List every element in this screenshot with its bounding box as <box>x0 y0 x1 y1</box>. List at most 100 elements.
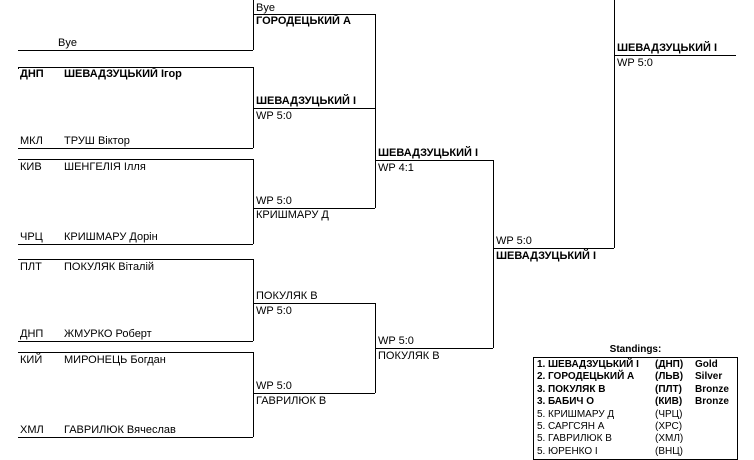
standings-rank: 2. <box>537 371 546 383</box>
standings-row: 5. ЮРЕНКО I (ВНЦ) <box>534 446 737 458</box>
r2-winner-5: ГАВРИЛЮК В <box>256 395 327 407</box>
r1-line-4 <box>18 244 253 245</box>
standings-row: 2. ГОРОДЕЦЬКИЙ А (ЛЬВ) Silver <box>534 371 737 383</box>
r1-club-2: МКЛ <box>20 135 43 147</box>
standings-row: 1. ШЕВАДЗУЦЬКИЙ I (ДНП) Gold <box>534 359 737 371</box>
r2-connector-upper <box>375 108 376 208</box>
r1-name-1: ШЕВАДЗУЦЬКИЙ Iгор <box>64 68 182 80</box>
r1-line-5 <box>18 259 253 260</box>
standings-medal: Silver <box>695 371 723 383</box>
standings-medal: Gold <box>695 359 718 370</box>
standings-club: (КИВ) <box>655 396 683 408</box>
r2-line-4 <box>253 303 375 304</box>
standings-row: 5. ГАВРИЛЮК В (ХМЛ) <box>534 433 737 445</box>
standings-club: (ВНЦ) <box>655 445 683 457</box>
standings-name: ЮРЕНКО I <box>548 445 598 457</box>
r1-connector-2 <box>253 159 254 244</box>
standings-rank: 1. <box>537 359 546 370</box>
r2-winner-1: ГОРОДЕЦЬКИЙ А <box>256 15 351 27</box>
standings-medal: Bronze <box>695 383 729 395</box>
r1-name-8: ГАВРИЛЮК Вячеслав <box>64 424 176 436</box>
r1-name-2: ТРУШ Віктор <box>64 135 130 147</box>
r1-club-6: ДНП <box>20 328 44 340</box>
r1-club-5: ПЛТ <box>20 261 42 273</box>
sf-winner-1: ШЕВАДЗУЦЬКИЙ I <box>378 147 479 159</box>
final-line <box>493 248 614 249</box>
r1-connector-3 <box>253 259 254 341</box>
final-connector-bottom <box>614 55 615 248</box>
standings-name: ШЕВАДЗУЦЬКИЙ I <box>548 359 639 370</box>
sf-line-1 <box>375 160 493 161</box>
standings-title: Standings: <box>609 344 662 355</box>
champion-line <box>614 55 736 56</box>
standings-rank: 5. <box>537 445 546 457</box>
r1-club-1: ДНП <box>20 68 44 80</box>
champion-winner: ШЕВАДЗУЦЬКИЙ I <box>617 42 718 54</box>
r1-line-7 <box>18 352 253 353</box>
standings-panel: Standings: 1. ШЕВАДЗУЦЬКИЙ I (ДНП) Gold … <box>533 344 738 460</box>
r2-winner-4: ПОКУЛЯК В <box>256 290 318 302</box>
standings-row: 5. САРГСЯН А (ХРС) <box>534 421 737 433</box>
r1-connector-bye <box>253 0 254 50</box>
standings-box: 1. ШЕВАДЗУЦЬКИЙ I (ДНП) Gold 2. ГОРОДЕЦЬ… <box>533 357 738 460</box>
r1-line-2 <box>18 148 253 149</box>
r1-name-7: МИРОНЕЦЬ Богдан <box>64 354 166 366</box>
sf-score-1: WP 4:1 <box>378 162 414 174</box>
final-connector-top <box>614 0 615 55</box>
sf-line-2 <box>375 348 493 349</box>
r2-score-4: WP 5:0 <box>256 305 292 317</box>
r2-line-2 <box>253 108 375 109</box>
r2-line-1 <box>253 14 375 15</box>
final-winner: ШЕВАДЗУЦЬКИЙ I <box>496 250 597 262</box>
r1-name-5: ПОКУЛЯК Віталій <box>64 261 155 273</box>
standings-medal <box>695 446 737 458</box>
standings-rank: 5. <box>537 421 546 433</box>
r2-score-2: WP 5:0 <box>256 110 292 122</box>
sf-winner-2: ПОКУЛЯК В <box>378 350 440 362</box>
standings-club: (ЛЬВ) <box>655 371 684 383</box>
r1-line-bye <box>18 50 253 51</box>
r1-club-4: ЧРЦ <box>20 231 43 243</box>
standings-name: КРИШМАРУ Д <box>548 408 615 420</box>
standings-rank: 5. <box>537 408 546 420</box>
r1-line-1 <box>18 67 253 68</box>
final-score: WP 5:0 <box>496 235 532 247</box>
champion-score: WP 5:0 <box>617 57 653 69</box>
standings-name: САРГСЯН А <box>548 421 605 433</box>
r1-name-6: ЖМУРКО Роберт <box>64 328 152 340</box>
r2-connector-top <box>375 14 376 108</box>
r1-club-8: ХМЛ <box>20 424 44 436</box>
standings-club: (ХРС) <box>655 421 683 433</box>
r2-score-3: WP 5:0 <box>256 195 292 207</box>
r2-winner-2: ШЕВАДЗУЦЬКИЙ I <box>256 95 357 107</box>
r1-line-8 <box>18 437 253 438</box>
standings-rank: 3. <box>537 396 546 408</box>
r2-line-3 <box>253 208 375 209</box>
r1-club-7: КИЙ <box>20 354 43 366</box>
standings-medal <box>695 433 737 445</box>
r1-line-6 <box>18 341 253 342</box>
standings-medal <box>695 409 737 421</box>
r2-bye-1: Bye <box>256 2 275 14</box>
r1-tick-1 <box>18 67 19 69</box>
standings-club: (ЧРЦ) <box>655 408 683 420</box>
r2-line-5 <box>253 393 375 394</box>
standings-name: ПОКУЛЯК В <box>548 383 606 395</box>
standings-club: (ПЛТ) <box>655 383 682 395</box>
r1-name-4: КРИШМАРУ Дорін <box>64 231 158 243</box>
sf-connector-bottom <box>493 248 494 348</box>
standings-club: (ДНП) <box>655 359 684 370</box>
standings-club: (ХМЛ) <box>655 433 684 445</box>
r1-club-3: КИВ <box>20 161 42 173</box>
standings-row: 3. ПОКУЛЯК В (ПЛТ) Bronze <box>534 384 737 396</box>
r1-line-3 <box>18 159 253 160</box>
r2-score-5: WP 5:0 <box>256 380 292 392</box>
standings-rank: 5. <box>537 433 546 445</box>
standings-row: 5. КРИШМАРУ Д (ЧРЦ) <box>534 409 737 421</box>
r1-connector-4 <box>253 352 254 437</box>
r1-connector-1 <box>253 67 254 148</box>
r1-name-bye: Bye <box>58 37 77 49</box>
standings-row: 3. БАБИЧ О (КИВ) Bronze <box>534 396 737 408</box>
r2-winner-3: КРИШМАРУ Д <box>256 209 329 221</box>
